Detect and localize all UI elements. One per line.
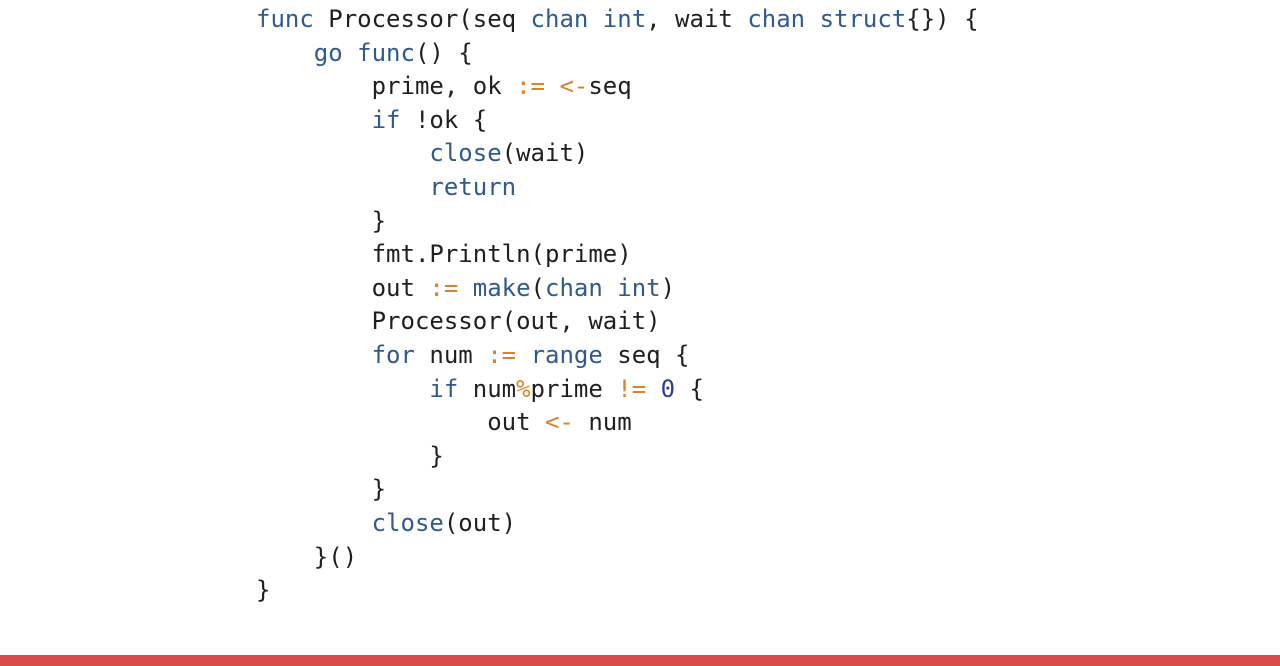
code-line: out <- num [256, 406, 979, 440]
code-text [646, 375, 660, 403]
code-text [256, 139, 429, 167]
code-text: out [256, 408, 545, 437]
code-line: out := make(chan int) [256, 272, 979, 306]
code-keyword: int [617, 273, 661, 302]
code-text: Processor(out, wait) [256, 307, 661, 336]
code-text: prime, ok [256, 72, 517, 101]
bottom-accent-bar [0, 655, 1280, 666]
code-line: if num%prime != 0 { [256, 373, 979, 407]
code-keyword: if [371, 105, 401, 134]
code-text [256, 509, 372, 537]
code-line: prime, ok := <-seq [256, 70, 979, 104]
code-text: num [573, 408, 632, 437]
code-keyword: go [313, 38, 343, 67]
code-line: } [256, 473, 979, 507]
code-line: go func() { [256, 37, 979, 71]
code-line: } [256, 574, 979, 608]
code-line: } [256, 440, 979, 474]
code-keyword: return [429, 172, 517, 201]
code-line: func Processor(seq chan int, wait chan s… [256, 3, 979, 37]
code-line: } [256, 205, 979, 239]
code-text [588, 5, 602, 33]
code-text: (wait) [501, 139, 589, 168]
code-block: func Processor(seq chan int, wait chan s… [256, 3, 979, 608]
code-keyword: for [371, 340, 415, 369]
code-text [256, 173, 429, 201]
code-text [805, 5, 819, 33]
code-operator: := [516, 72, 545, 101]
code-line: return [256, 171, 979, 205]
code-text: (out) [443, 508, 517, 537]
code-keyword: close [429, 139, 502, 168]
code-text: , wait [646, 5, 748, 33]
code-text [545, 72, 559, 100]
code-text: } [256, 475, 387, 504]
code-text [458, 274, 472, 302]
code-keyword: int [602, 5, 647, 33]
code-text: ) [660, 273, 676, 302]
code-keyword: chan [545, 273, 603, 302]
code-text: ( [530, 273, 545, 302]
code-text: }() [256, 542, 358, 571]
code-number: 0 [660, 374, 676, 403]
code-line: close(out) [256, 507, 979, 541]
code-text: {}) { [906, 5, 979, 33]
code-text [256, 106, 372, 134]
code-text [603, 274, 617, 302]
code-text: prime [530, 374, 618, 403]
code-keyword: func [256, 5, 314, 33]
code-text: num [414, 340, 488, 369]
code-operator: % [516, 374, 531, 403]
code-text: Processor(seq [313, 5, 531, 33]
code-line: Processor(out, wait) [256, 305, 979, 339]
code-text [256, 341, 372, 369]
code-text [256, 375, 429, 403]
code-operator: <- [559, 72, 589, 101]
code-keyword: chan [530, 5, 589, 33]
code-keyword: range [530, 340, 603, 369]
code-operator: <- [544, 408, 574, 437]
code-keyword: if [429, 374, 459, 403]
code-text: { [675, 374, 704, 403]
code-line: }() [256, 541, 979, 575]
code-text: seq { [602, 340, 690, 369]
code-line: close(wait) [256, 137, 979, 171]
code-operator: := [429, 273, 459, 302]
code-text: fmt.Println(prime) [256, 240, 632, 269]
code-text: num [458, 374, 517, 403]
code-text: out [256, 273, 430, 302]
code-text: } [256, 576, 271, 605]
code-text [343, 39, 357, 67]
code-text [516, 341, 530, 369]
code-keyword: close [371, 508, 444, 537]
code-text: () { [414, 38, 473, 67]
code-line: fmt.Println(prime) [256, 238, 979, 272]
code-operator: := [487, 340, 517, 369]
code-line: for num := range seq { [256, 339, 979, 373]
code-text: seq [588, 72, 632, 101]
code-text: !ok { [400, 105, 488, 134]
code-text: } [256, 441, 444, 470]
code-line: if !ok { [256, 104, 979, 138]
code-keyword: func [357, 38, 415, 67]
code-operator: != [617, 374, 647, 403]
code-text [256, 39, 314, 67]
code-keyword: struct [819, 5, 907, 33]
code-keyword: make [472, 273, 531, 302]
code-keyword: chan [747, 5, 806, 33]
code-text: } [256, 206, 387, 235]
